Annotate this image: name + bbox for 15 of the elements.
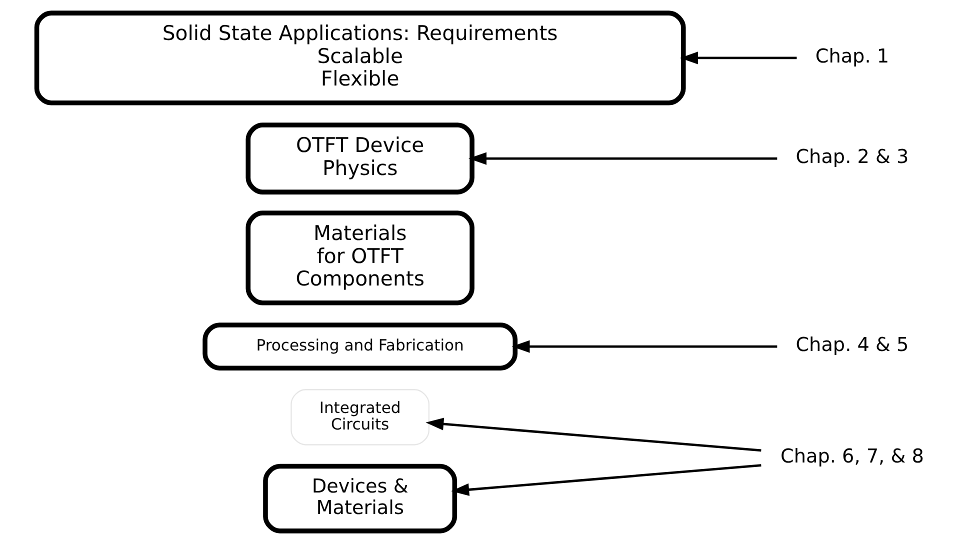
node-box: Processing and Fabrication <box>202 322 518 370</box>
node-box: Integrated Circuits <box>290 389 430 446</box>
arrow <box>451 464 762 496</box>
node-box: Devices & Materials <box>263 464 458 534</box>
node-text: Chap. 4 & 5 <box>796 333 909 356</box>
node-text: Chap. 2 & 3 <box>796 145 909 168</box>
node-box: Solid State Applications: Requirements Scalable Flexible <box>34 10 686 106</box>
arrow <box>512 340 778 353</box>
node-box: OTFT Device Physics <box>246 122 474 194</box>
node-box: Materials for OTFT Components <box>246 210 474 306</box>
arrow <box>426 418 762 452</box>
arrow <box>468 152 778 165</box>
node-text: Chap. 6, 7, & 8 <box>780 444 924 468</box>
node-text: Chap. 1 <box>815 44 890 68</box>
arrow <box>680 52 797 64</box>
